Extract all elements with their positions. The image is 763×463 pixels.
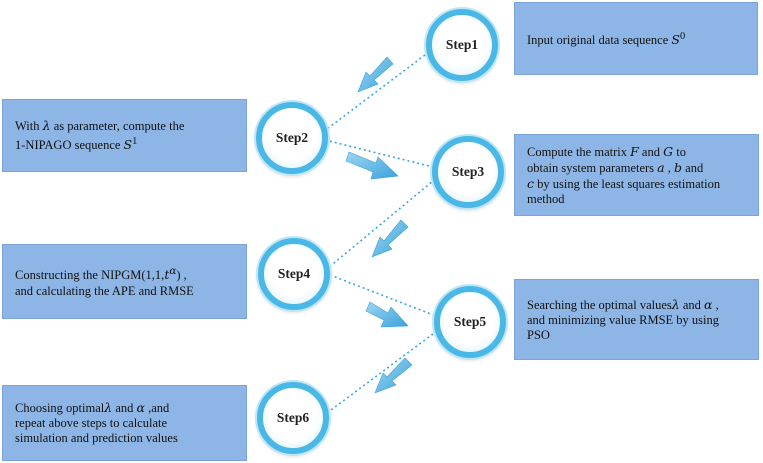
arrow-icon-1 [357, 56, 394, 93]
step5-node: Step5 [434, 286, 506, 358]
arrow-icon-2 [345, 151, 399, 180]
step2-box: With λ as parameter, compute the 1-NIPAG… [2, 99, 247, 172]
step3-node: Step3 [432, 136, 504, 208]
step2-node: Step2 [256, 102, 328, 174]
connector-step2-step3 [324, 139, 438, 169]
arrow-icon-5 [374, 357, 413, 394]
step2-text: With λ as parameter, compute the 1-NIPAG… [15, 117, 185, 153]
step3-text: Compute the matrix F and G to obtain sys… [527, 143, 721, 206]
step5-label: Step5 [453, 314, 487, 329]
step1-box: Input original data sequence S0 [514, 2, 758, 75]
step1-node: Step1 [426, 9, 498, 81]
connector-step5-step6 [326, 327, 442, 414]
step2-label: Step2 [275, 130, 309, 145]
step4-node: Step4 [258, 238, 330, 310]
arrow-icon [345, 56, 413, 394]
step3-box: Compute the matrix F and G to obtain sys… [514, 134, 759, 216]
step4-label: Step4 [277, 266, 311, 281]
step1-text: Input original data sequence S0 [527, 30, 686, 48]
step6-node: Step6 [257, 382, 329, 454]
step3-label: Step3 [451, 164, 485, 179]
step1-label: Step1 [445, 37, 479, 52]
step6-label: Step6 [276, 410, 310, 425]
step6-text: Choosing optimalλ and α ,and repeat abov… [15, 400, 178, 445]
step5-text: Searching the optimal valuesλ and α , an… [527, 296, 720, 342]
step4-box: Constructing the NIPGM(1,1,tα) , and cal… [2, 244, 247, 319]
arrow-icon-3 [371, 219, 409, 258]
step6-box: Choosing optimalλ and α ,and repeat abov… [2, 385, 247, 461]
connector-step3-step4 [327, 175, 440, 269]
connector-step1-step2 [322, 48, 434, 133]
arrow-icon-4 [365, 301, 409, 328]
step4-text: Constructing the NIPGM(1,1,tα) , and cal… [15, 265, 194, 298]
step5-box: Searching the optimal valuesλ and α , an… [514, 279, 759, 360]
